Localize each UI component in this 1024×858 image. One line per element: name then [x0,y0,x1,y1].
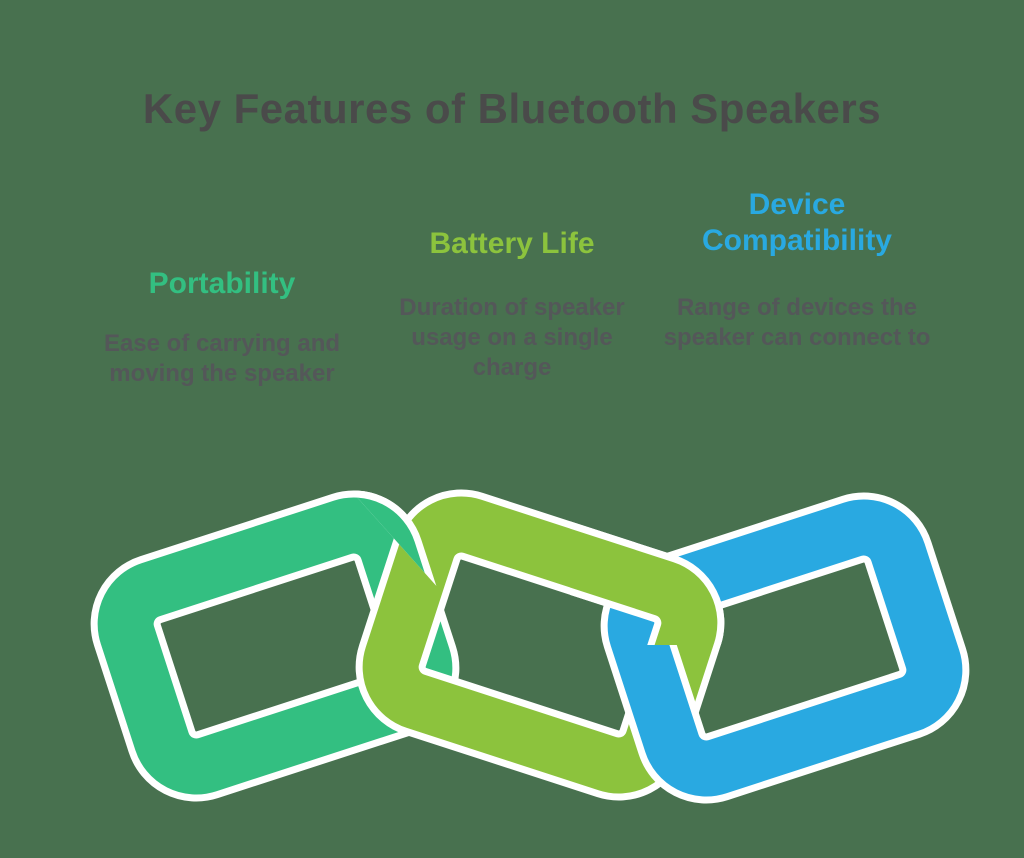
page-title: Key Features of Bluetooth Speakers [142,85,882,132]
feature-description: Range of devices the speaker can connect… [663,294,931,351]
feature-description: Duration of speaker usage on a single ch… [399,294,625,381]
feature-battery-life: Battery Life Duration of speaker usage o… [392,226,632,381]
feature-description: Ease of carrying and moving the speaker [103,330,341,387]
feature-title: Portability [148,267,296,300]
feature-portability: Portability Ease of carrying and moving … [97,266,347,387]
feature-device-compatibility: Device Compatibility Range of devices th… [662,187,932,351]
feature-title: Device Compatibility [701,188,892,257]
feature-title: Battery Life [429,227,595,260]
